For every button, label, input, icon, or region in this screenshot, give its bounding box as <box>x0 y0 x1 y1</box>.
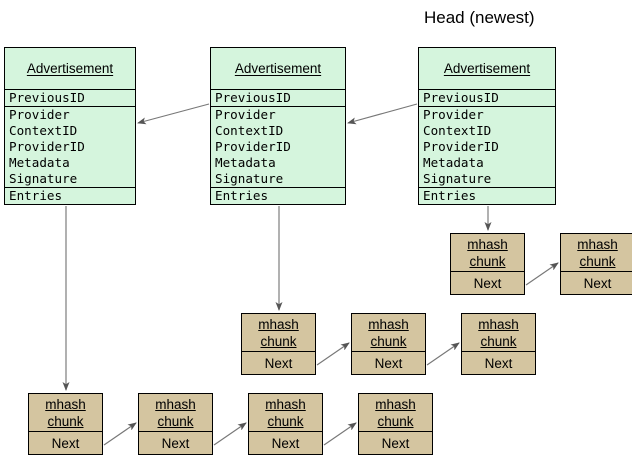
edge-chunk-m1-to-chunk-m2 <box>316 342 350 366</box>
advertisement-title-text: Advertisement <box>26 61 114 76</box>
mhash-chunk-title-line1: mhash <box>478 316 519 332</box>
mhash-chunk-title-line2: chunk <box>469 253 506 269</box>
advertisement-field-entries: Entries <box>9 188 63 203</box>
advertisement-field-signature: Signature <box>423 171 492 186</box>
advertisement-title-text: Advertisement <box>234 61 322 76</box>
advertisement-field-contextid: ContextID <box>9 123 78 138</box>
mhash-chunk-next-field: Next <box>264 355 293 371</box>
edge-chunk-b3-to-chunk-b4 <box>323 422 357 446</box>
advertisement-title: Advertisement <box>5 48 135 90</box>
mhash-chunk-next-field: Next <box>51 435 80 451</box>
mhash-chunk-title-line1: mhash <box>577 236 618 252</box>
advertisement-section-id: PreviousID <box>5 90 135 107</box>
advertisement-field-providerid: ProviderID <box>423 139 499 154</box>
advertisement-field-signature: Signature <box>9 171 78 186</box>
mhash-chunk-title-line1: mhash <box>265 396 306 412</box>
page-title: Head (newest) <box>424 8 535 27</box>
advertisement-field-provider: Provider <box>215 107 276 122</box>
mhash-chunk-title-line2: chunk <box>377 413 414 429</box>
advertisement-field-metadata: Metadata <box>423 155 484 170</box>
mhash-chunk-next-field: Next <box>161 435 190 451</box>
mhash-chunk-title-line1: mhash <box>368 316 409 332</box>
advertisement-section-entries: Entries <box>419 188 555 204</box>
advertisement-field-metadata: Metadata <box>9 155 70 170</box>
advertisement-title-text: Advertisement <box>443 61 531 76</box>
advertisement-field-entries: Entries <box>423 188 477 203</box>
advertisement-field-providerid: ProviderID <box>9 139 85 154</box>
mhash-chunk-next-field: Next <box>381 435 410 451</box>
mhash-chunk-next-field: Next <box>374 355 403 371</box>
mhash-chunk-next-field: Next <box>473 275 502 291</box>
advertisement-field-provider: Provider <box>423 107 484 122</box>
mhash-chunk-title-line1: mhash <box>467 236 508 252</box>
advertisement-field-providerid: ProviderID <box>215 139 291 154</box>
edge-chunk-t1-to-chunk-t2 <box>525 262 559 286</box>
advertisement-field-entries: Entries <box>215 188 269 203</box>
advertisement-field-contextid: ContextID <box>215 123 284 138</box>
advertisement-field-metadata: Metadata <box>215 155 276 170</box>
advertisement-field-previousid: PreviousID <box>423 90 499 105</box>
mhash-chunk-title-line1: mhash <box>375 396 416 412</box>
mhash-chunk-title-line2: chunk <box>370 333 407 349</box>
mhash-chunk-next-field: Next <box>271 435 300 451</box>
advertisement-field-provider: Provider <box>9 107 70 122</box>
edge-chunk-b2-to-chunk-b3 <box>213 422 247 446</box>
mhash-chunk-title-line1: mhash <box>155 396 196 412</box>
edge-ad-right-to-ad-middle <box>347 103 418 125</box>
edge-chunk-b1-to-chunk-b2 <box>103 422 137 446</box>
mhash-chunk-title-line2: chunk <box>157 413 194 429</box>
advertisement-section-entries: Entries <box>5 188 135 204</box>
mhash-chunk-next-field: Next <box>484 355 513 371</box>
mhash-chunk-next-field: Next <box>583 275 612 291</box>
advertisement-field-contextid: ContextID <box>423 123 492 138</box>
mhash-chunk-title-line1: mhash <box>258 316 299 332</box>
advertisement-field-previousid: PreviousID <box>9 90 85 105</box>
mhash-chunk-title-line1: mhash <box>45 396 86 412</box>
advertisement-section-entries: Entries <box>211 188 345 204</box>
mhash-chunk-title-line2: chunk <box>260 333 297 349</box>
advertisement-section-id: PreviousID <box>211 90 345 107</box>
advertisement-title: Advertisement <box>211 48 345 90</box>
advertisement-section-id: PreviousID <box>419 90 555 107</box>
advertisement-field-signature: Signature <box>215 171 284 186</box>
mhash-chunk-title-line2: chunk <box>47 413 84 429</box>
advertisement-field-previousid: PreviousID <box>215 90 291 105</box>
advertisement-title: Advertisement <box>419 48 555 90</box>
mhash-chunk-title-line2: chunk <box>579 253 616 269</box>
mhash-chunk-title-line2: chunk <box>267 413 304 429</box>
mhash-chunk-title-line2: chunk <box>480 333 517 349</box>
edge-chunk-m2-to-chunk-m3 <box>426 342 460 366</box>
edge-ad-middle-to-ad-left <box>137 103 210 125</box>
